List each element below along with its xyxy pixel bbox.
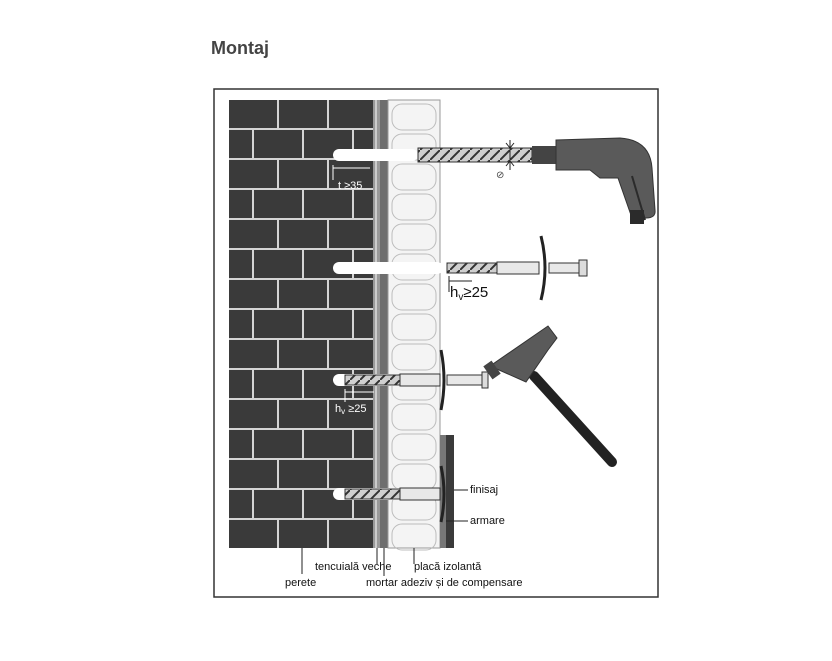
insulation-cell bbox=[391, 433, 437, 461]
anchor-insert-step: hv≥25 bbox=[333, 235, 588, 303]
insulation-cell bbox=[391, 343, 437, 371]
adhesive-mortar-layer bbox=[380, 100, 388, 548]
label-insulation-board: placă izolantă bbox=[414, 561, 482, 573]
label-wall: perete bbox=[285, 577, 316, 589]
insulation-cell bbox=[391, 163, 437, 191]
insulation-cell bbox=[391, 193, 437, 221]
insulation-cell bbox=[391, 103, 437, 131]
anchor-finished-step bbox=[333, 465, 446, 523]
no-hammer-symbol: ⊘ bbox=[496, 170, 504, 181]
finish-layer bbox=[446, 435, 454, 548]
drill-depth-label: t ≥35 bbox=[338, 180, 362, 192]
anchor-plate-icon bbox=[539, 235, 547, 301]
anchor-depth-1-label: hv≥25 bbox=[450, 284, 488, 303]
anchor-hammer-step: hv ≥25 bbox=[333, 325, 617, 467]
drill-step: ⊘ t ≥35 bbox=[332, 137, 656, 224]
drill-hole bbox=[333, 149, 418, 161]
label-finisaj: finisaj bbox=[470, 484, 498, 496]
label-old-plaster: tencuială veche bbox=[315, 561, 391, 573]
anchor-depth-2-label: hv ≥25 bbox=[335, 403, 366, 416]
brick-wall bbox=[229, 100, 373, 548]
insulation-cell bbox=[391, 223, 437, 251]
drill-bit bbox=[417, 147, 533, 163]
page-title: Montaj bbox=[211, 38, 269, 58]
hammer-icon bbox=[483, 325, 617, 467]
label-adhesive-mortar: mortar adeziv și de compensare bbox=[366, 577, 523, 589]
anchor-hole bbox=[333, 262, 443, 274]
insulation-cell bbox=[391, 403, 437, 431]
insulation-cell bbox=[391, 283, 437, 311]
insulation-board bbox=[387, 99, 441, 549]
insulation-cell bbox=[391, 313, 437, 341]
label-armare: armare bbox=[470, 515, 505, 527]
drill-icon bbox=[555, 137, 656, 219]
